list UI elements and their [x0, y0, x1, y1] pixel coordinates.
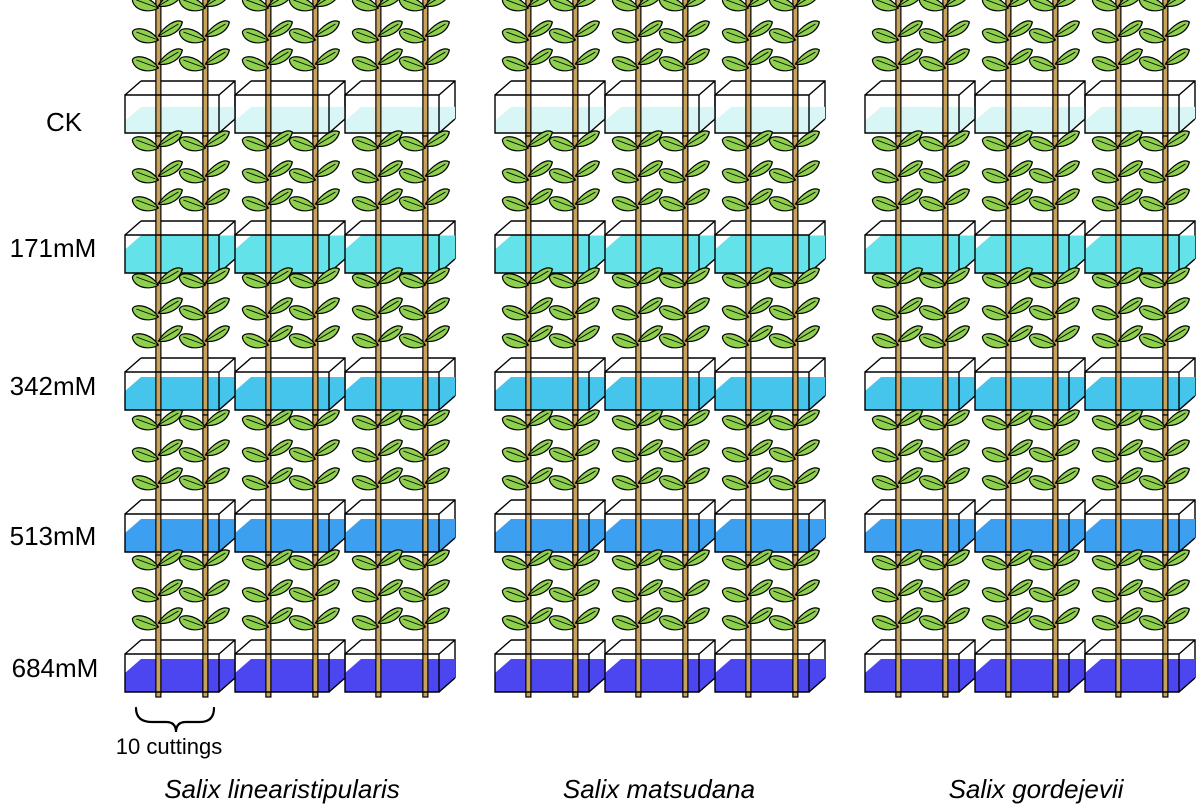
- container-1-1-row-2: [124, 130, 236, 279]
- row-label-513mm: 513mM: [10, 521, 97, 551]
- container-2-3-row-5: [714, 549, 826, 698]
- container-1-3-row-4: [344, 409, 456, 558]
- treatment-grid: [124, 0, 1196, 698]
- container-2-1-row-3: [494, 267, 606, 416]
- container-3-1-row-1: [864, 0, 976, 139]
- container-1-2-row-3: [234, 267, 346, 416]
- container-1-2-row-5: [234, 549, 346, 698]
- container-3-3-row-4: [1084, 409, 1196, 558]
- container-1-1-row-5: [124, 549, 236, 698]
- container-1-1-row-3: [124, 267, 236, 416]
- container-3-2-row-2: [974, 130, 1086, 279]
- container-2-1-row-2: [494, 130, 606, 279]
- row-label-342mm: 342mM: [10, 371, 97, 401]
- container-2-2-row-5: [604, 549, 716, 698]
- species-label-gordejevii: Salix gordejevii: [949, 774, 1125, 804]
- container-front: [494, 357, 606, 411]
- container-1-3-row-3: [344, 267, 456, 416]
- container-front: [234, 357, 346, 411]
- container-3-1-row-5: [864, 549, 976, 698]
- species-label-linearistipularis: Salix linearistipularis: [164, 774, 400, 804]
- container-1-3-row-2: [344, 130, 456, 279]
- container-front: [124, 357, 236, 411]
- container-1-2-row-4: [234, 409, 346, 558]
- container-2-1-row-4: [494, 409, 606, 558]
- container-front: [714, 639, 826, 693]
- container-2-3-row-4: [714, 409, 826, 558]
- container-1-1-row-4: [124, 409, 236, 558]
- container-3-3-row-5: [1084, 549, 1196, 698]
- row-label-171mm: 171mM: [10, 233, 97, 263]
- container-3-3-row-1: [1084, 0, 1196, 139]
- container-front: [344, 357, 456, 411]
- container-3-2-row-5: [974, 549, 1086, 698]
- container-1-1-row-1: [124, 0, 236, 139]
- container-front: [714, 357, 826, 411]
- container-2-3-row-3: [714, 267, 826, 416]
- container-1-3-row-1: [344, 0, 456, 139]
- container-1-2-row-2: [234, 130, 346, 279]
- container-2-3-row-2: [714, 130, 826, 279]
- container-3-3-row-3: [1084, 267, 1196, 416]
- container-2-3-row-1: [714, 0, 826, 139]
- container-front: [864, 639, 976, 693]
- container-2-1-row-1: [494, 0, 606, 139]
- container-front: [604, 639, 716, 693]
- container-front: [124, 639, 236, 693]
- container-front: [1084, 357, 1196, 411]
- container-1-3-row-5: [344, 549, 456, 698]
- container-2-2-row-3: [604, 267, 716, 416]
- row-label-684mm: 684mM: [12, 653, 99, 683]
- container-3-2-row-1: [974, 0, 1086, 139]
- container-2-2-row-4: [604, 409, 716, 558]
- container-front: [604, 357, 716, 411]
- container-front: [494, 639, 606, 693]
- container-3-1-row-3: [864, 267, 976, 416]
- container-front: [1084, 639, 1196, 693]
- cuttings-note: 10 cuttings: [116, 734, 222, 759]
- container-front: [864, 357, 976, 411]
- container-front: [234, 639, 346, 693]
- cuttings-brace: [134, 706, 216, 733]
- container-1-2-row-1: [234, 0, 346, 139]
- container-3-3-row-2: [1084, 130, 1196, 279]
- container-front: [974, 639, 1086, 693]
- container-3-1-row-2: [864, 130, 976, 279]
- row-label-ck: CK: [46, 107, 83, 137]
- container-2-2-row-2: [604, 130, 716, 279]
- container-front: [344, 639, 456, 693]
- container-3-1-row-4: [864, 409, 976, 558]
- container-3-2-row-4: [974, 409, 1086, 558]
- container-2-2-row-1: [604, 0, 716, 139]
- container-2-1-row-5: [494, 549, 606, 698]
- container-front: [974, 357, 1086, 411]
- container-3-2-row-3: [974, 267, 1086, 416]
- species-label-matsudana: Salix matsudana: [563, 774, 755, 804]
